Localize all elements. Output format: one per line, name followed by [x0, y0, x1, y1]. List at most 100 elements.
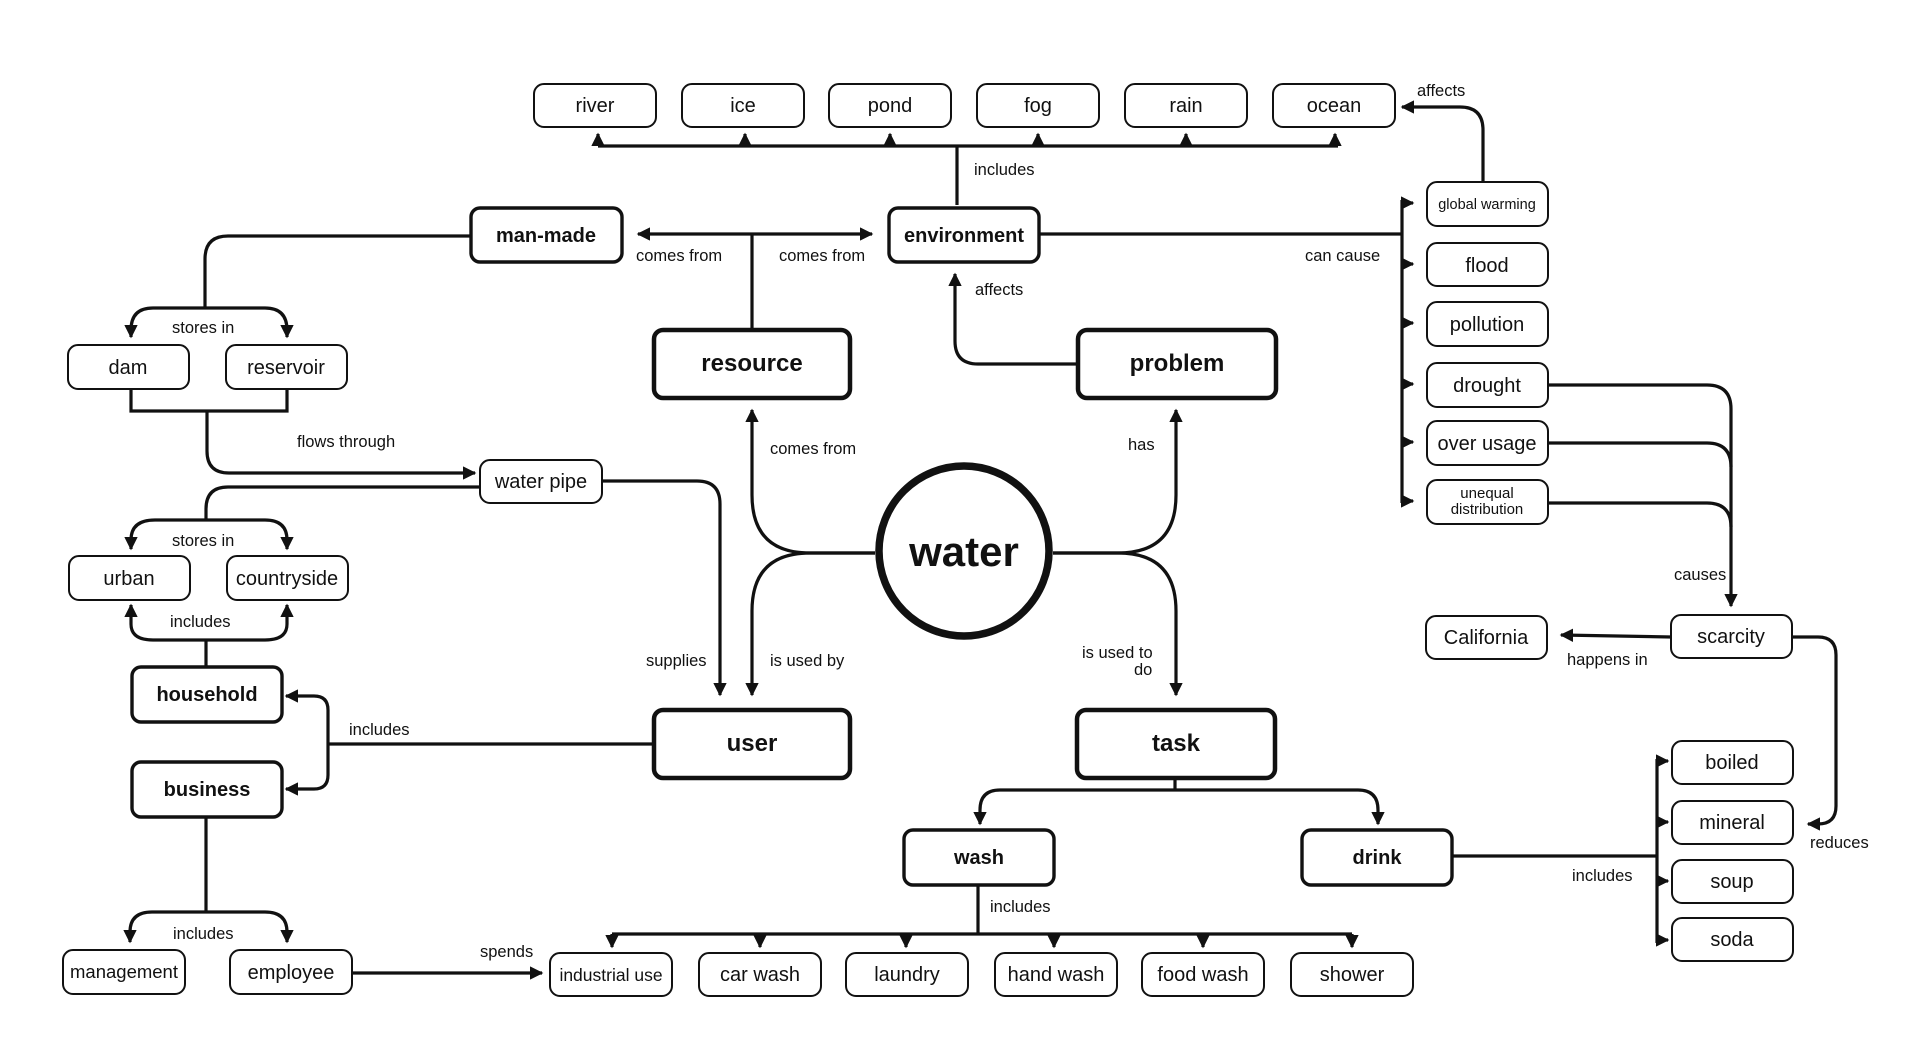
node-pollution-box — [1426, 301, 1549, 347]
label-can-cause: can cause — [1305, 247, 1380, 265]
node-rain[interactable]: rain — [1124, 83, 1248, 128]
node-ice-label: ice — [730, 95, 756, 117]
node-problem-box — [1075, 327, 1279, 401]
node-hand-wash[interactable]: hand wash — [994, 952, 1118, 997]
node-dam[interactable]: dam — [67, 344, 190, 390]
node-urban-label: urban — [103, 568, 154, 590]
node-man-made[interactable]: man-made — [469, 206, 624, 264]
node-soda-label: soda — [1710, 929, 1754, 951]
node-shower[interactable]: shower — [1290, 952, 1414, 997]
edge-connector — [129, 389, 289, 413]
node-pond[interactable]: pond — [828, 83, 952, 128]
node-reservoir[interactable]: reservoir — [225, 344, 348, 390]
node-wash-box — [902, 828, 1056, 887]
edge-connector — [264, 910, 294, 944]
node-hand-wash-box — [994, 952, 1118, 997]
node-wash[interactable]: wash — [902, 828, 1056, 887]
node-employee[interactable]: employee — [229, 949, 353, 995]
node-soup-box — [1671, 859, 1794, 904]
node-urban[interactable]: urban — [68, 555, 191, 601]
edge-global-warming-affects-ocean — [1400, 100, 1485, 182]
node-unequal-distribution-label: distribution — [1451, 501, 1524, 518]
node-flood[interactable]: flood — [1426, 242, 1549, 287]
node-soda[interactable]: soda — [1671, 917, 1794, 962]
node-pollution[interactable]: pollution — [1426, 301, 1549, 347]
node-mineral-box — [1671, 800, 1794, 845]
edge-water-is-used-by-user — [745, 551, 875, 697]
node-reservoir-label: reservoir — [247, 357, 325, 379]
water-label: water — [908, 528, 1019, 575]
node-river-box — [533, 83, 657, 128]
node-river[interactable]: river — [533, 83, 657, 128]
node-user[interactable]: user — [651, 707, 853, 781]
node-environment[interactable]: environment — [887, 206, 1041, 264]
node-laundry-box — [845, 952, 969, 997]
node-soup-label: soup — [1710, 871, 1753, 893]
node-drought[interactable]: drought — [1426, 362, 1549, 408]
node-unequal-distribution-box — [1426, 479, 1549, 525]
edge-scarcity-reduces — [1793, 635, 1838, 831]
node-scarcity[interactable]: scarcity — [1670, 614, 1793, 659]
node-california[interactable]: California — [1425, 615, 1548, 660]
node-wash-label: wash — [953, 847, 1004, 869]
node-fog[interactable]: fog — [976, 83, 1100, 128]
edge-unequal-causes — [1547, 501, 1733, 528]
node-food-wash[interactable]: food wash — [1141, 952, 1265, 997]
node-scarcity-box — [1670, 614, 1793, 659]
node-over-usage[interactable]: over usage — [1426, 420, 1549, 466]
node-mineral[interactable]: mineral — [1671, 800, 1794, 845]
node-pond-box — [828, 83, 952, 128]
edge-water-has-problem — [1053, 408, 1183, 555]
node-employee-box — [229, 949, 353, 995]
node-dam-label: dam — [109, 357, 148, 379]
node-soup[interactable]: soup — [1671, 859, 1794, 904]
node-household[interactable]: household — [130, 665, 284, 724]
edge-connector — [123, 910, 153, 944]
edge-connector — [124, 603, 154, 642]
node-rain-label: rain — [1169, 95, 1202, 117]
node-management[interactable]: management — [62, 949, 186, 995]
node-global-warming-box — [1426, 181, 1549, 227]
node-countryside[interactable]: countryside — [226, 555, 349, 601]
node-problem[interactable]: problem — [1075, 327, 1279, 401]
edge-connector — [973, 788, 1001, 826]
edge-connector — [284, 744, 330, 796]
node-business[interactable]: business — [130, 760, 284, 819]
node-ice[interactable]: ice — [681, 83, 805, 128]
node-water-pipe[interactable]: water pipe — [479, 459, 603, 504]
node-drink[interactable]: drink — [1300, 828, 1454, 887]
edge-water-pipe-stores-in — [204, 485, 480, 520]
edge-drought-causes — [1547, 383, 1733, 450]
node-resource[interactable]: resource — [651, 327, 853, 401]
node-shower-box — [1290, 952, 1414, 997]
node-environment-box — [887, 206, 1041, 264]
node-water-center[interactable]: water — [875, 462, 1053, 640]
label-includes-household: includes — [170, 613, 231, 631]
node-global-warming[interactable]: global warming — [1426, 181, 1549, 227]
node-laundry[interactable]: laundry — [845, 952, 969, 997]
node-river-label: river — [576, 95, 615, 117]
label-spends: spends — [480, 943, 533, 961]
edge-connector — [124, 306, 154, 339]
label-affects-environment: affects — [975, 281, 1023, 299]
node-hand-wash-label: hand wash — [1008, 964, 1105, 986]
node-task[interactable]: task — [1074, 707, 1278, 781]
node-ocean[interactable]: ocean — [1272, 83, 1396, 128]
node-management-box — [62, 949, 186, 995]
node-dam-box — [67, 344, 190, 390]
node-scarcity-label: scarcity — [1697, 626, 1765, 648]
node-man-made-box — [469, 206, 624, 264]
label-includes-drink: includes — [1572, 867, 1633, 885]
node-industrial-use-box — [549, 952, 673, 997]
node-car-wash[interactable]: car wash — [698, 952, 822, 997]
node-flood-label: flood — [1465, 255, 1508, 277]
label-includes-business: includes — [173, 925, 234, 943]
label-comes-from-resource: comes from — [770, 440, 856, 458]
node-fog-box — [976, 83, 1100, 128]
node-water-pipe-label: water pipe — [494, 471, 587, 493]
node-boiled[interactable]: boiled — [1671, 740, 1794, 785]
edge-connector — [124, 518, 156, 551]
node-industrial-use[interactable]: industrial use — [549, 952, 673, 997]
